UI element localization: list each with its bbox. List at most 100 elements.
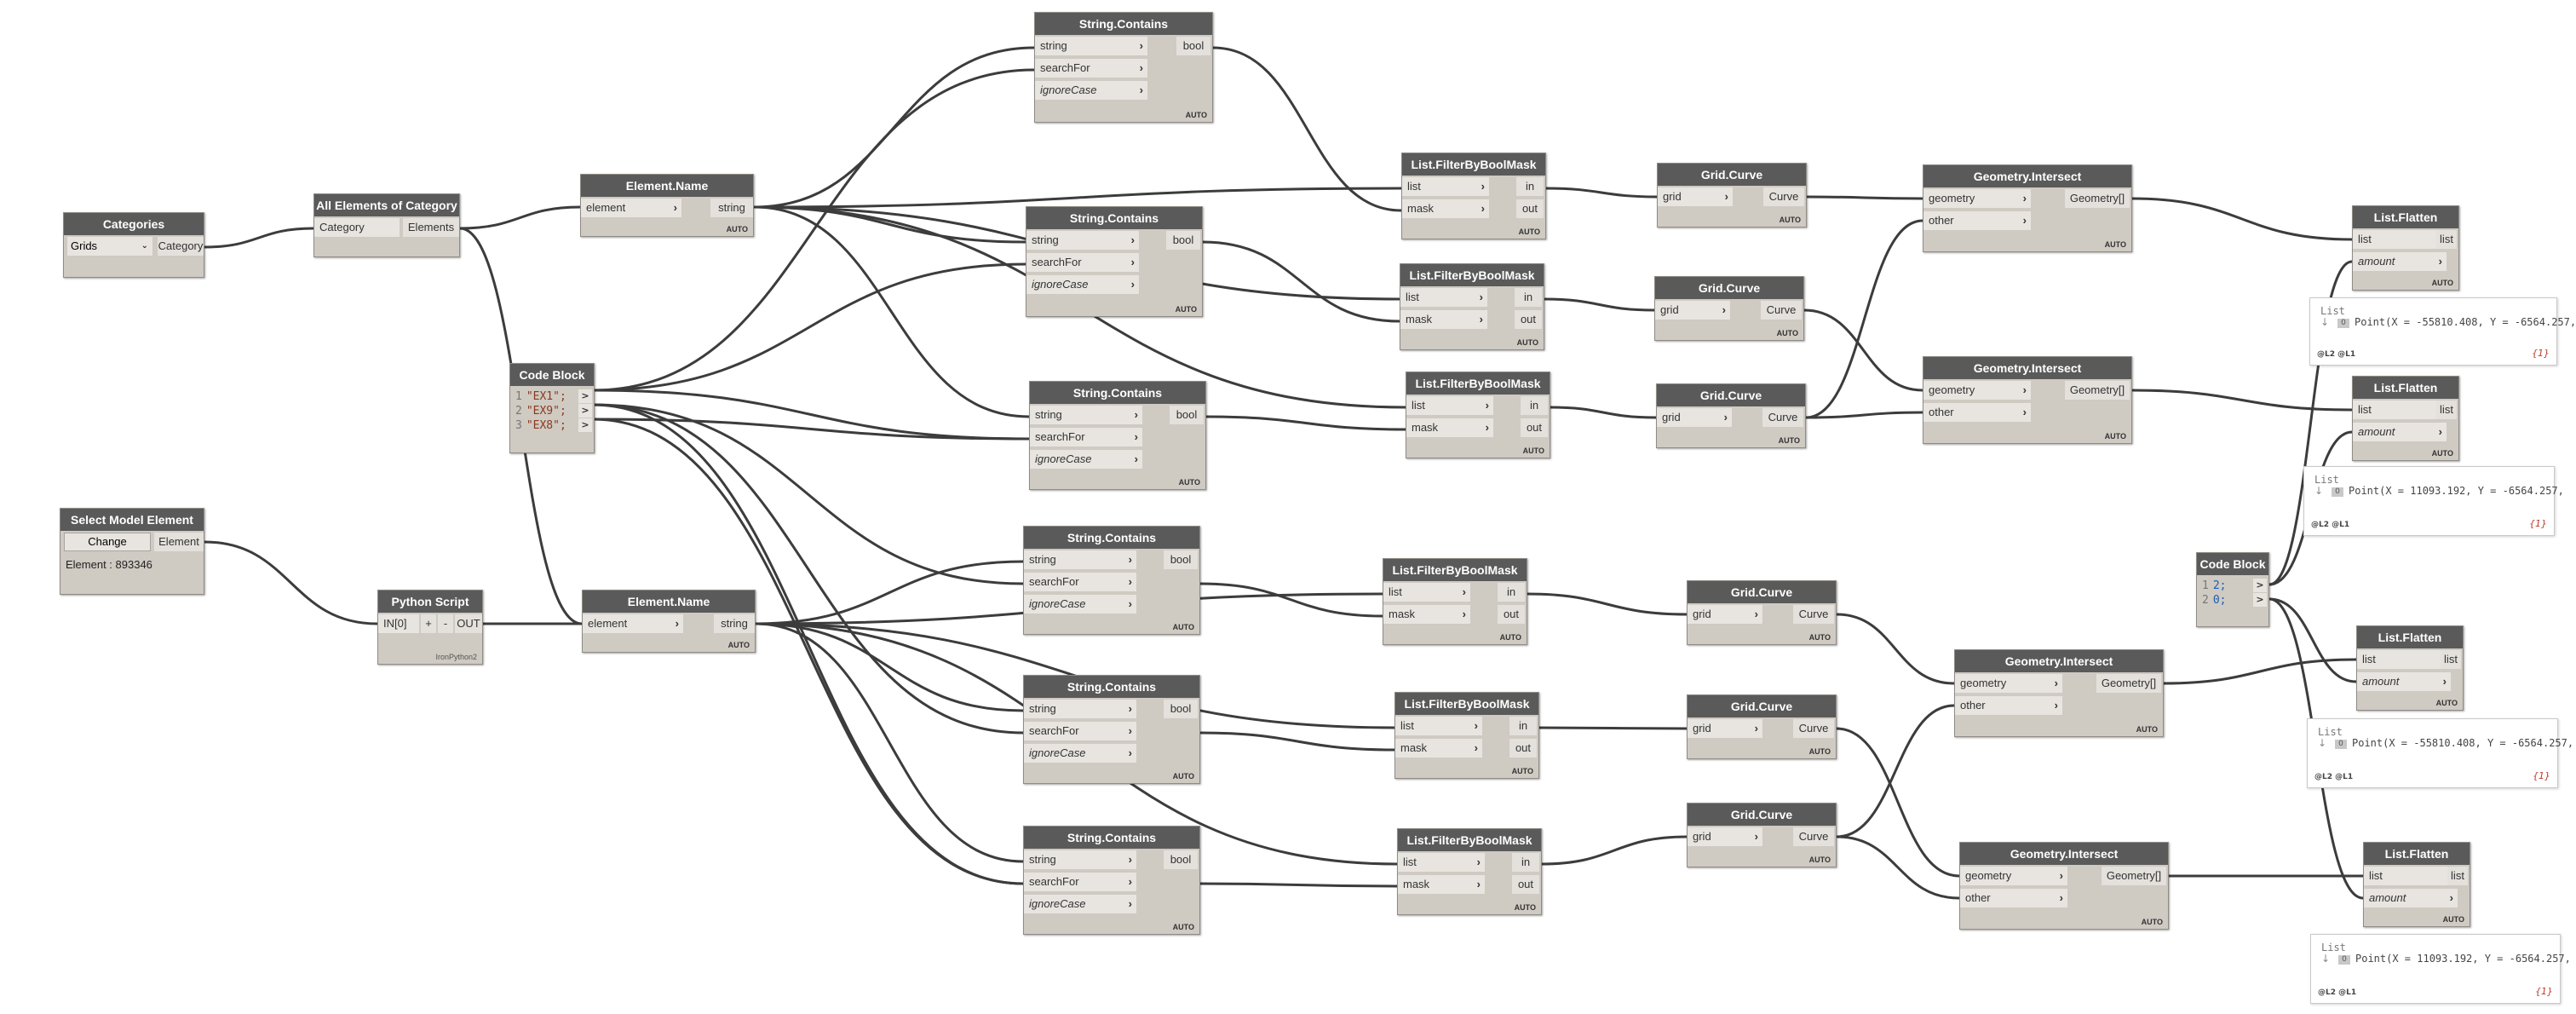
connector-wire[interactable] bbox=[1803, 308, 1923, 392]
input-port-geometry[interactable]: geometry› bbox=[1955, 674, 2062, 693]
input-port-ignorecase[interactable]: ignoreCase› bbox=[1024, 595, 1136, 614]
input-port-grid[interactable]: grid› bbox=[1657, 408, 1732, 427]
output-port[interactable]: > bbox=[578, 404, 592, 418]
input-port-list[interactable]: list› bbox=[2353, 400, 2447, 419]
output-port-in[interactable]: in bbox=[1512, 853, 1539, 872]
connector-wire[interactable] bbox=[2131, 197, 2353, 241]
connector-wire[interactable] bbox=[755, 622, 1024, 712]
lacing-auto[interactable]: AUTO bbox=[1172, 623, 1194, 631]
connector-wire[interactable] bbox=[1550, 406, 1657, 419]
output-port[interactable]: Geometry[] bbox=[2065, 381, 2130, 400]
lacing-auto[interactable]: AUTO bbox=[727, 641, 750, 649]
connector-wire[interactable] bbox=[753, 187, 1402, 209]
output-port[interactable]: Curve bbox=[1793, 827, 1834, 846]
connector-wire[interactable] bbox=[1836, 704, 1955, 838]
connector-wire[interactable] bbox=[459, 205, 581, 230]
node-element-name[interactable]: Element.Name element› string AUTO bbox=[582, 590, 756, 653]
node-element-name[interactable]: Element.Name element› string AUTO bbox=[580, 174, 754, 237]
code-text[interactable]: 2; bbox=[2212, 579, 2227, 592]
lacing-auto[interactable]: AUTO bbox=[1514, 903, 1536, 912]
input-port-grid[interactable]: grid› bbox=[1688, 719, 1762, 738]
output-port-out[interactable]: out bbox=[1516, 199, 1544, 218]
input-port-mask[interactable]: mask› bbox=[1398, 875, 1485, 894]
list-levels[interactable]: @L2 @L1 bbox=[2318, 988, 2357, 997]
output-port[interactable]: > bbox=[578, 418, 592, 432]
lacing-auto[interactable]: AUTO bbox=[1185, 111, 1207, 119]
connector-wire[interactable] bbox=[1806, 195, 1923, 200]
connector-wire[interactable] bbox=[1545, 187, 1658, 199]
input-port-list[interactable]: list› bbox=[2364, 867, 2458, 885]
lacing-auto[interactable]: AUTO bbox=[1499, 633, 1521, 642]
connector-wire[interactable] bbox=[755, 622, 1024, 863]
output-port[interactable]: list bbox=[2436, 400, 2457, 419]
connector-wire[interactable] bbox=[1199, 731, 1395, 752]
output-port[interactable]: Category bbox=[158, 237, 204, 256]
output-port[interactable]: Elements bbox=[403, 218, 459, 237]
connector-wire[interactable] bbox=[753, 205, 1030, 418]
input-port-element[interactable]: element› bbox=[581, 199, 681, 217]
input-port-mask[interactable]: mask› bbox=[1402, 199, 1489, 218]
output-port[interactable]: Geometry[] bbox=[2102, 867, 2166, 885]
output-port[interactable]: > bbox=[2253, 579, 2267, 592]
input-port-string[interactable]: string› bbox=[1035, 37, 1147, 55]
output-port[interactable]: bool bbox=[1170, 406, 1204, 424]
input-port-grid[interactable]: grid› bbox=[1658, 187, 1733, 206]
output-port[interactable]: Curve bbox=[1763, 187, 1804, 206]
input-port-in0[interactable]: IN[0] bbox=[378, 614, 419, 633]
input-port-amount[interactable]: amount› bbox=[2364, 889, 2458, 907]
lacing-auto[interactable]: AUTO bbox=[2104, 240, 2126, 249]
lacing-auto[interactable]: AUTO bbox=[1522, 447, 1544, 455]
connector-wire[interactable] bbox=[1544, 297, 1655, 312]
code-text[interactable]: "EX9"; bbox=[526, 405, 566, 418]
connector-wire[interactable] bbox=[1212, 46, 1402, 212]
connector-wire[interactable] bbox=[592, 418, 1030, 441]
connector-wire[interactable] bbox=[592, 403, 1024, 735]
input-port-mask[interactable]: mask› bbox=[1395, 739, 1482, 758]
input-port-other[interactable]: other› bbox=[1923, 403, 2031, 422]
output-port[interactable]: Geometry[] bbox=[2096, 674, 2161, 693]
lacing-auto[interactable]: AUTO bbox=[1511, 767, 1533, 775]
connector-wire[interactable] bbox=[2268, 597, 2357, 683]
lacing-auto[interactable]: AUTO bbox=[1776, 329, 1798, 337]
connector-wire[interactable] bbox=[1836, 613, 1955, 685]
chevron-down-icon[interactable]: ⌄ bbox=[141, 241, 148, 251]
input-port-list[interactable]: list› bbox=[1406, 396, 1493, 415]
input-port-geometry[interactable]: geometry› bbox=[1923, 189, 2031, 208]
input-port-searchfor[interactable]: searchFor› bbox=[1024, 722, 1136, 740]
input-port-list[interactable]: list› bbox=[1398, 853, 1485, 872]
input-port-string[interactable]: string› bbox=[1024, 550, 1136, 569]
input-port-searchfor[interactable]: searchFor› bbox=[1024, 873, 1136, 891]
node-code-block[interactable]: Code Block 1"EX1"; 2"EX9"; 3"EX8"; > > > bbox=[509, 363, 595, 453]
input-port-searchfor[interactable]: searchFor› bbox=[1026, 253, 1139, 272]
lacing-auto[interactable]: AUTO bbox=[1172, 772, 1194, 781]
lacing-auto[interactable]: AUTO bbox=[2141, 918, 2163, 926]
lacing-auto[interactable]: AUTO bbox=[2442, 915, 2464, 924]
input-port-other[interactable]: other› bbox=[1955, 696, 2062, 715]
input-port-ignorecase[interactable]: ignoreCase› bbox=[1024, 744, 1136, 763]
input-port-element[interactable]: element› bbox=[583, 614, 683, 633]
change-button[interactable]: Change bbox=[64, 533, 151, 551]
lacing-auto[interactable]: AUTO bbox=[1808, 747, 1831, 756]
input-port-string[interactable]: string› bbox=[1030, 406, 1142, 424]
connector-wire[interactable] bbox=[2131, 389, 2353, 412]
connector-wire[interactable] bbox=[1199, 582, 1383, 618]
input-port-string[interactable]: string› bbox=[1024, 850, 1136, 869]
connector-wire[interactable] bbox=[1541, 835, 1688, 866]
lacing-auto[interactable]: AUTO bbox=[2435, 699, 2458, 707]
